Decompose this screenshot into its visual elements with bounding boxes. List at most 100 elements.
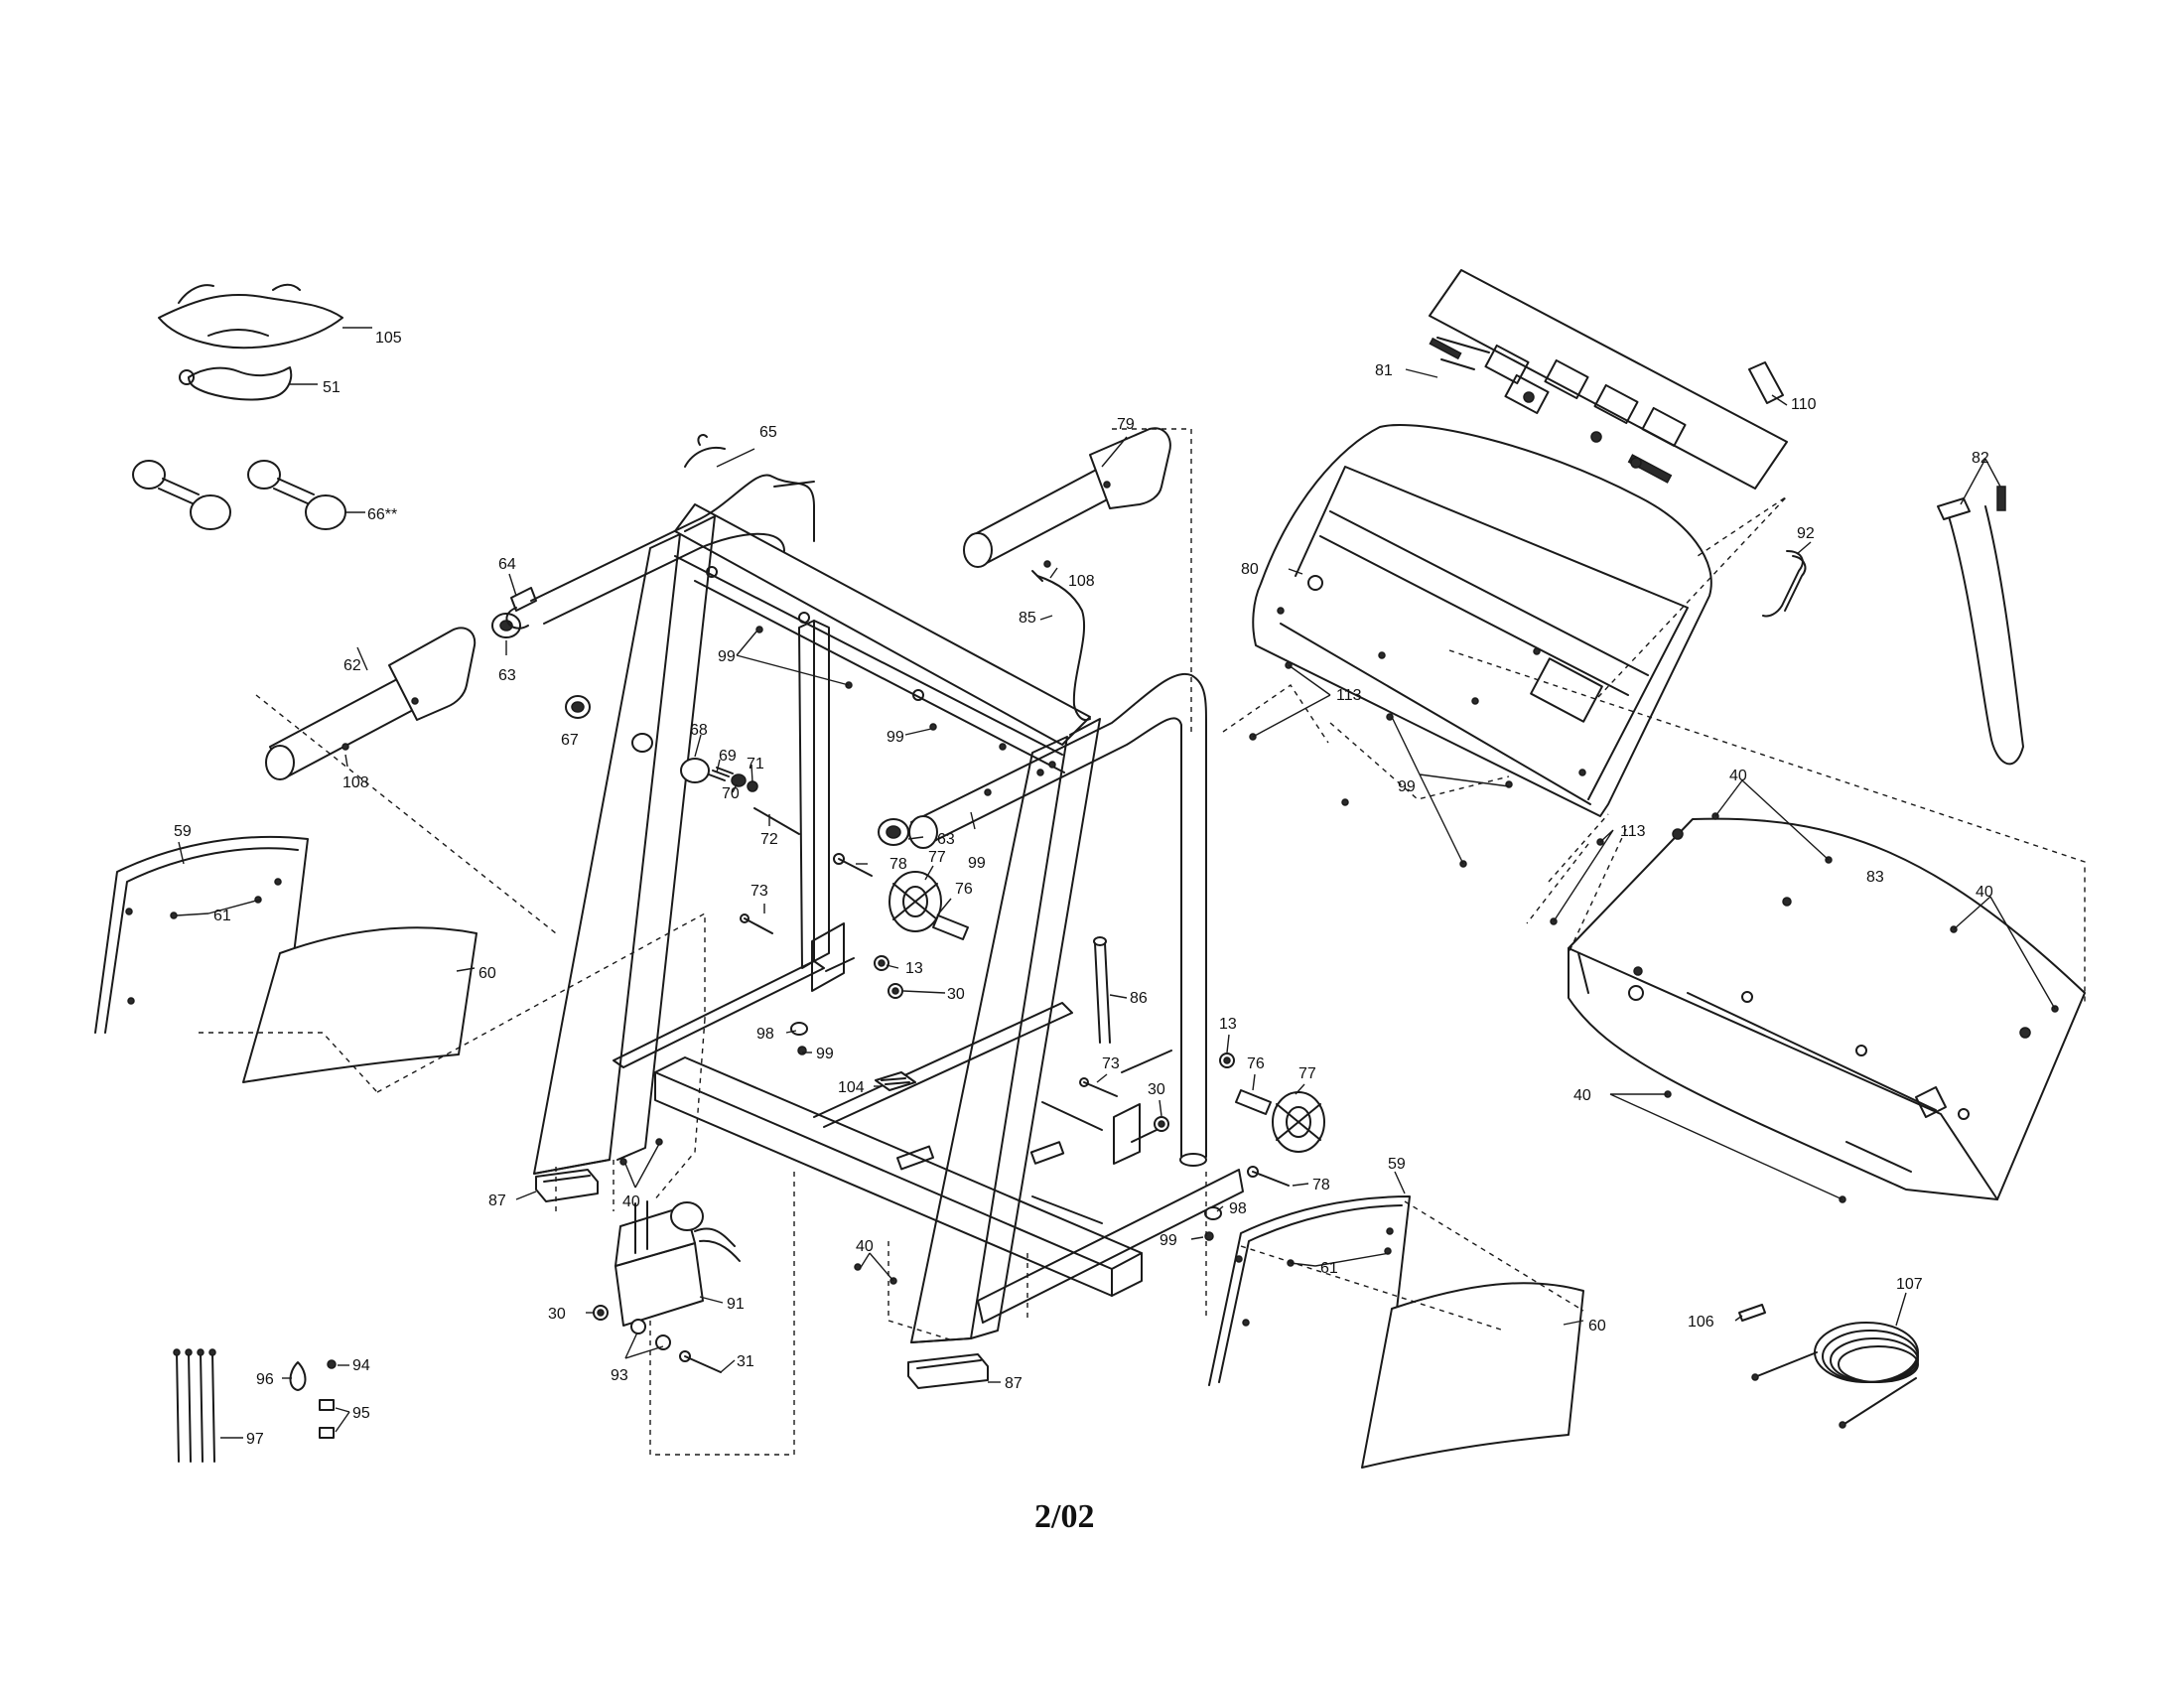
callout-104: 104 xyxy=(838,1079,865,1096)
part-76-axle-left xyxy=(932,914,969,940)
part-30-nut-right xyxy=(1154,1116,1169,1132)
callout-78a: 78 xyxy=(889,856,907,873)
part-67-bushing xyxy=(565,695,591,719)
callout-85: 85 xyxy=(1019,610,1036,627)
part-77-wheel-left xyxy=(888,871,942,932)
part-73-bolt-right xyxy=(1079,1077,1118,1097)
callout-113b: 113 xyxy=(1620,823,1646,840)
part-78-bolt-right xyxy=(1247,1166,1290,1187)
part-95-clips xyxy=(319,1399,335,1439)
part-62-left-grip xyxy=(265,627,477,780)
part-66-knob-left xyxy=(132,460,231,530)
callout-81: 81 xyxy=(1375,362,1393,379)
part-99-screws-console xyxy=(1341,713,1513,868)
part-87-foot-left xyxy=(535,1169,599,1202)
callout-31: 31 xyxy=(737,1353,754,1370)
callout-70: 70 xyxy=(722,785,740,802)
callout-76a: 76 xyxy=(955,881,973,898)
callout-67: 67 xyxy=(561,732,579,749)
callout-113a: 113 xyxy=(1336,687,1362,704)
callout-59b: 59 xyxy=(1388,1156,1406,1173)
callout-94: 94 xyxy=(352,1357,370,1374)
part-91-motor xyxy=(614,1200,741,1327)
part-82-strap xyxy=(1937,486,2024,766)
callout-86: 86 xyxy=(1130,990,1148,1007)
part-13-nut-left xyxy=(874,955,889,971)
callout-106: 106 xyxy=(1688,1314,1714,1331)
callout-40e: 40 xyxy=(1573,1087,1591,1104)
part-86-actuator xyxy=(1093,936,1111,1044)
callout-65: 65 xyxy=(759,424,777,441)
part-79-right-grip xyxy=(963,427,1171,568)
callout-63a: 63 xyxy=(498,667,516,684)
callout-71: 71 xyxy=(747,756,764,772)
part-73-bolt-left xyxy=(740,913,773,934)
callout-40a: 40 xyxy=(622,1193,640,1210)
part-59-left-hood xyxy=(94,835,309,1034)
part-80-console-housing xyxy=(1252,424,1712,817)
callout-110: 110 xyxy=(1791,396,1817,413)
callout-93: 93 xyxy=(611,1367,628,1384)
callout-59a: 59 xyxy=(174,823,192,840)
part-bracket-left xyxy=(811,922,855,992)
callout-61a: 61 xyxy=(213,908,231,924)
part-63-endcap-left xyxy=(491,613,521,638)
part-31-bolt xyxy=(679,1350,722,1373)
callout-80: 80 xyxy=(1241,561,1259,578)
callout-60a: 60 xyxy=(478,965,496,982)
callout-96: 96 xyxy=(256,1371,274,1388)
callout-79: 79 xyxy=(1117,416,1135,433)
part-64-bracket xyxy=(510,587,537,612)
callout-73a: 73 xyxy=(751,883,768,900)
part-30-nut-motor xyxy=(593,1305,609,1321)
callout-77b: 77 xyxy=(1298,1065,1316,1082)
callout-labels: 105 51 66** 65 79 64 63 62 108 108 85 99… xyxy=(174,330,1993,1535)
alignment-lines xyxy=(199,428,2086,1456)
callout-98a: 98 xyxy=(756,1026,774,1043)
frame-top-crossbar xyxy=(674,503,1091,773)
callout-83: 83 xyxy=(1866,869,1884,886)
callout-62: 62 xyxy=(343,657,361,674)
frame-right-leg xyxy=(910,718,1101,1343)
callout-76b: 76 xyxy=(1247,1055,1265,1072)
callout-99a: 99 xyxy=(718,648,736,665)
callout-40c: 40 xyxy=(1729,768,1747,784)
part-bracket-right xyxy=(1113,1103,1158,1165)
callout-13a: 13 xyxy=(905,960,923,977)
part-76-axle-right xyxy=(1235,1089,1272,1115)
part-77-wheel-right xyxy=(1272,1091,1325,1153)
part-40-screws-hood xyxy=(1664,812,2059,1203)
part-99-screw-left xyxy=(797,1046,807,1055)
callout-99e: 99 xyxy=(1160,1232,1177,1249)
part-51-clip xyxy=(179,366,293,401)
callout-40b: 40 xyxy=(856,1238,874,1255)
part-60-right-cover xyxy=(1361,1282,1584,1469)
callout-82: 82 xyxy=(1972,450,1989,467)
part-104-pad xyxy=(875,1071,916,1091)
part-99-screw-right xyxy=(1204,1231,1214,1241)
callout-95: 95 xyxy=(352,1405,370,1422)
part-81-console-overlay xyxy=(1429,269,1788,490)
part-30-nut-left xyxy=(887,983,903,999)
callout-87a: 87 xyxy=(488,1193,506,1209)
part-113-screws xyxy=(1249,661,1604,925)
part-65-left-upright xyxy=(505,434,815,630)
callout-99b: 99 xyxy=(887,729,904,746)
callout-107: 107 xyxy=(1896,1276,1923,1293)
callout-97: 97 xyxy=(246,1431,264,1448)
callout-13b: 13 xyxy=(1219,1016,1237,1033)
callout-51: 51 xyxy=(323,379,341,396)
callout-73b: 73 xyxy=(1102,1055,1120,1072)
part-94-screw xyxy=(327,1359,337,1369)
part-85-wire xyxy=(1031,570,1091,721)
callout-69: 69 xyxy=(719,748,737,765)
frame-right-upright-tube xyxy=(908,672,1207,1167)
callout-30a: 30 xyxy=(947,986,965,1003)
callout-64: 64 xyxy=(498,556,516,573)
part-71-nut xyxy=(747,780,758,792)
part-97-cable-ties xyxy=(173,1348,216,1463)
part-93-bushings xyxy=(630,1319,671,1350)
callout-63b: 63 xyxy=(937,831,955,848)
part-59-right-hood xyxy=(1208,1195,1411,1386)
